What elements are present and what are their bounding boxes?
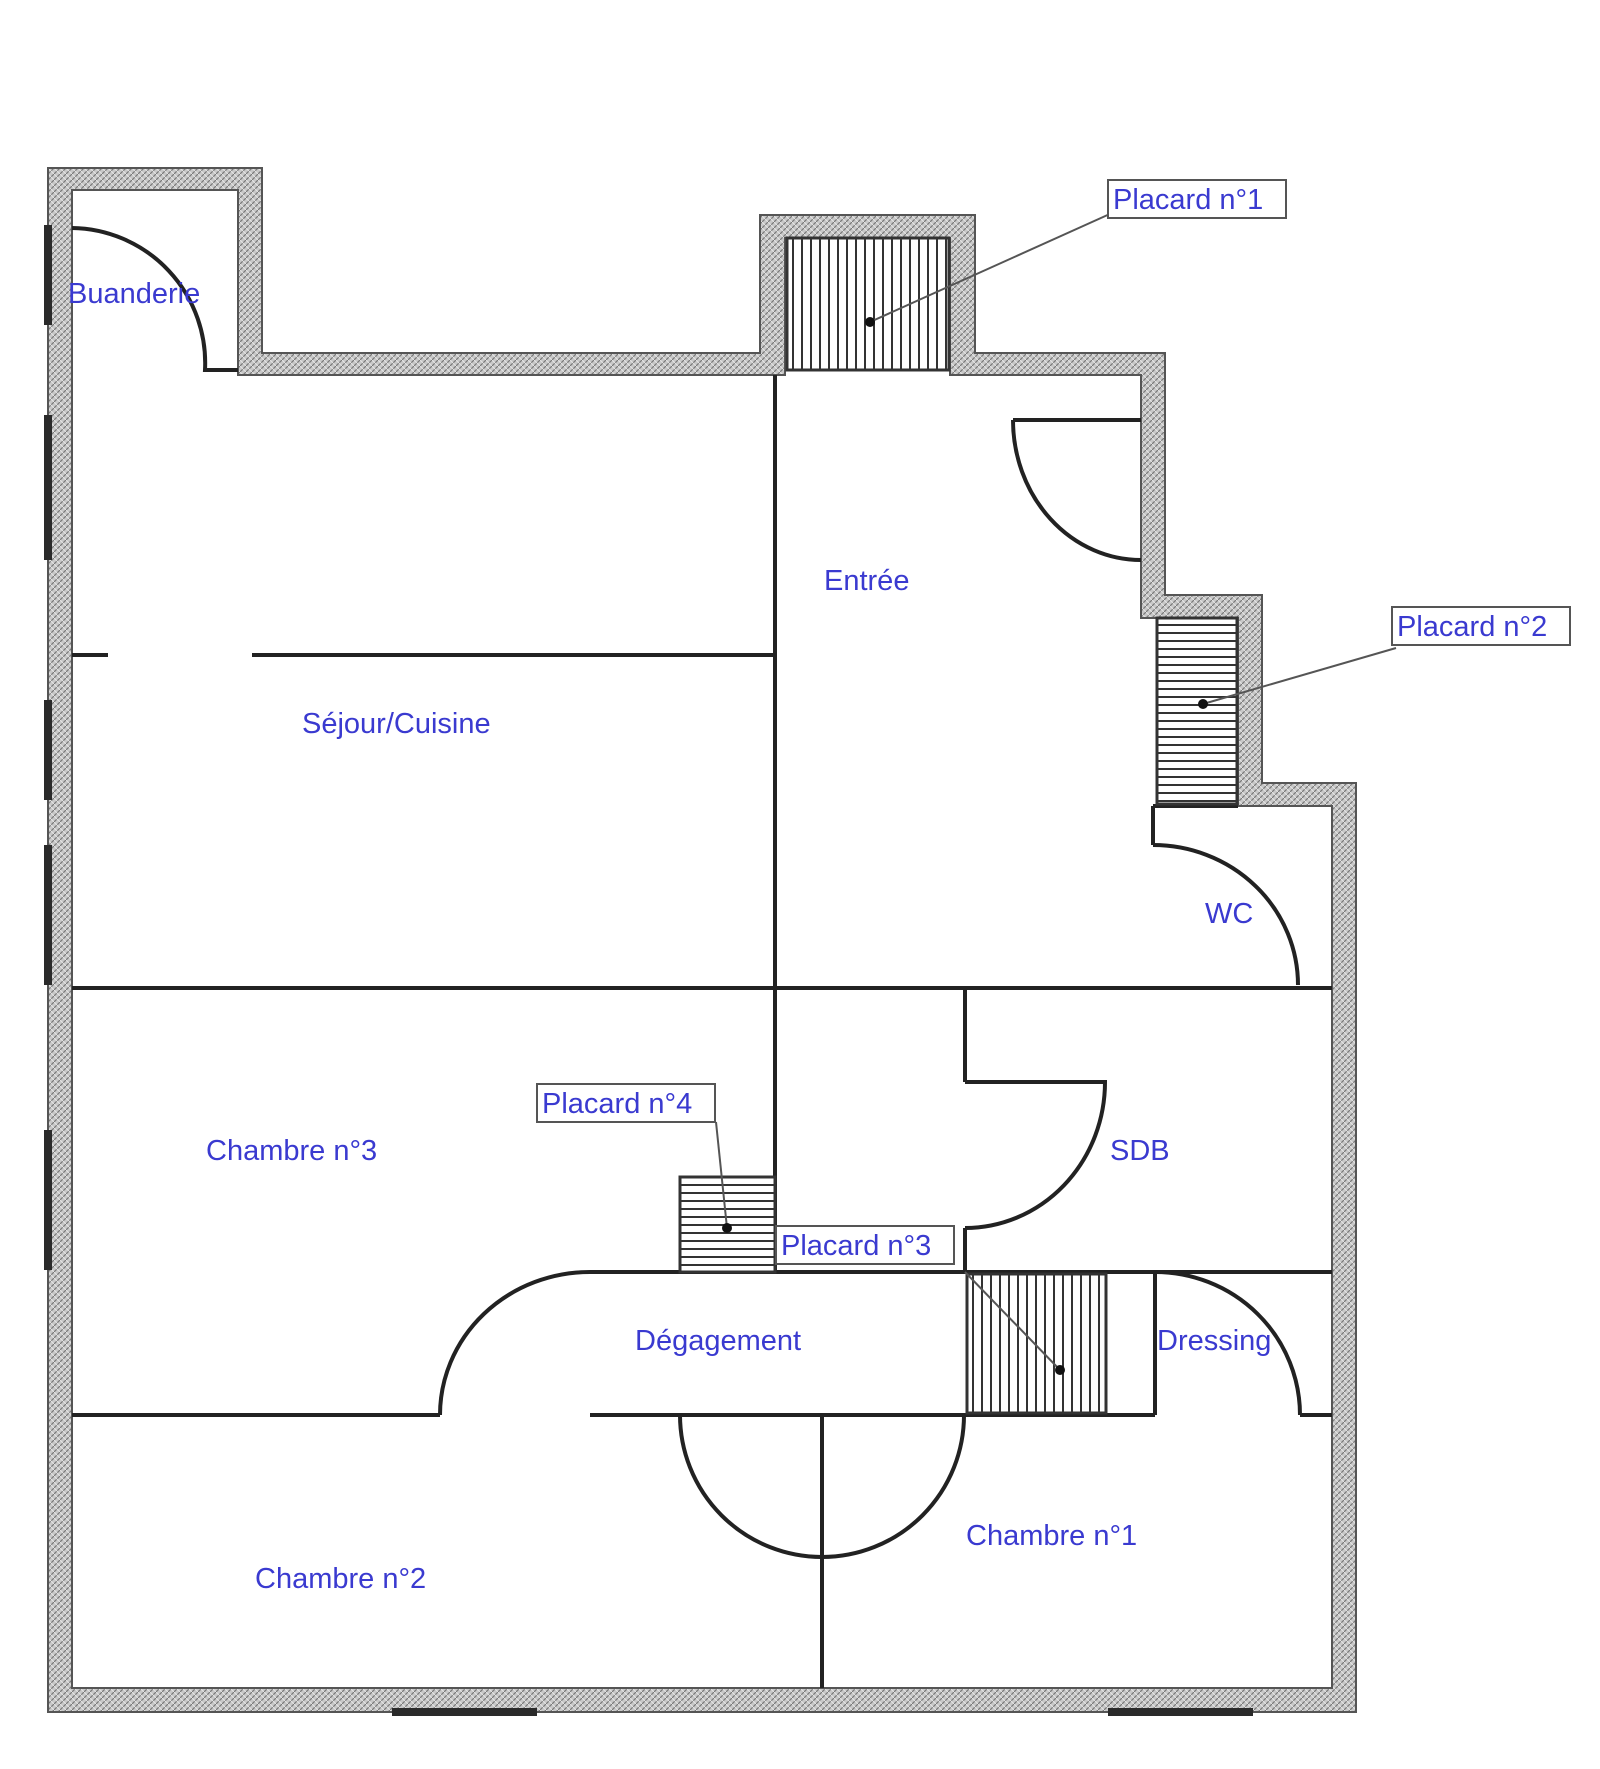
room-degagement: Dégagement bbox=[635, 1325, 801, 1357]
callout-placard-4: Placard n°4 bbox=[542, 1088, 692, 1120]
callout-box-placard-1 bbox=[1107, 179, 1287, 219]
room-buanderie: Buanderie bbox=[68, 278, 200, 310]
leader-placard-4 bbox=[715, 1121, 728, 1229]
leader-placard-1 bbox=[869, 212, 1113, 323]
room-dressing: Dressing bbox=[1157, 1325, 1271, 1357]
exterior-wall bbox=[47, 167, 1357, 1713]
room-entree: Entrée bbox=[824, 565, 909, 597]
window-left-1 bbox=[44, 225, 52, 325]
room-sejour-cuisine: Séjour/Cuisine bbox=[302, 708, 491, 740]
doors bbox=[71, 226, 1302, 1559]
callout-box-placard-2 bbox=[1391, 606, 1571, 646]
dot-placard-1 bbox=[865, 317, 875, 327]
dot-placard-4 bbox=[722, 1223, 732, 1233]
callout-placard-3: Placard n°3 bbox=[781, 1230, 931, 1262]
callout-placard-1: Placard n°1 bbox=[1113, 184, 1263, 216]
callout-box-placard-3 bbox=[775, 1225, 955, 1265]
window-bottom-2 bbox=[1108, 1708, 1253, 1716]
room-wc: WC bbox=[1205, 898, 1253, 930]
callout-box-placard-4 bbox=[536, 1083, 716, 1123]
leader-placard-2 bbox=[1202, 647, 1397, 705]
callout-placard-2: Placard n°2 bbox=[1397, 611, 1547, 643]
room-chambre-3: Chambre n°3 bbox=[206, 1135, 377, 1167]
window-left-5 bbox=[44, 1130, 52, 1270]
window-left-2 bbox=[44, 415, 52, 560]
window-left-4 bbox=[44, 845, 52, 985]
room-chambre-1: Chambre n°1 bbox=[966, 1520, 1137, 1552]
room-chambre-2: Chambre n°2 bbox=[255, 1563, 426, 1595]
window-left-3 bbox=[44, 700, 52, 800]
placard-2-hatch bbox=[1155, 616, 1239, 806]
dot-placard-3 bbox=[1055, 1365, 1065, 1375]
placard-1-hatch bbox=[785, 236, 951, 372]
leader-placard-3 bbox=[964, 1271, 1061, 1371]
window-bottom-1 bbox=[392, 1708, 537, 1716]
room-sdb: SDB bbox=[1110, 1135, 1170, 1167]
dot-placard-2 bbox=[1198, 699, 1208, 709]
